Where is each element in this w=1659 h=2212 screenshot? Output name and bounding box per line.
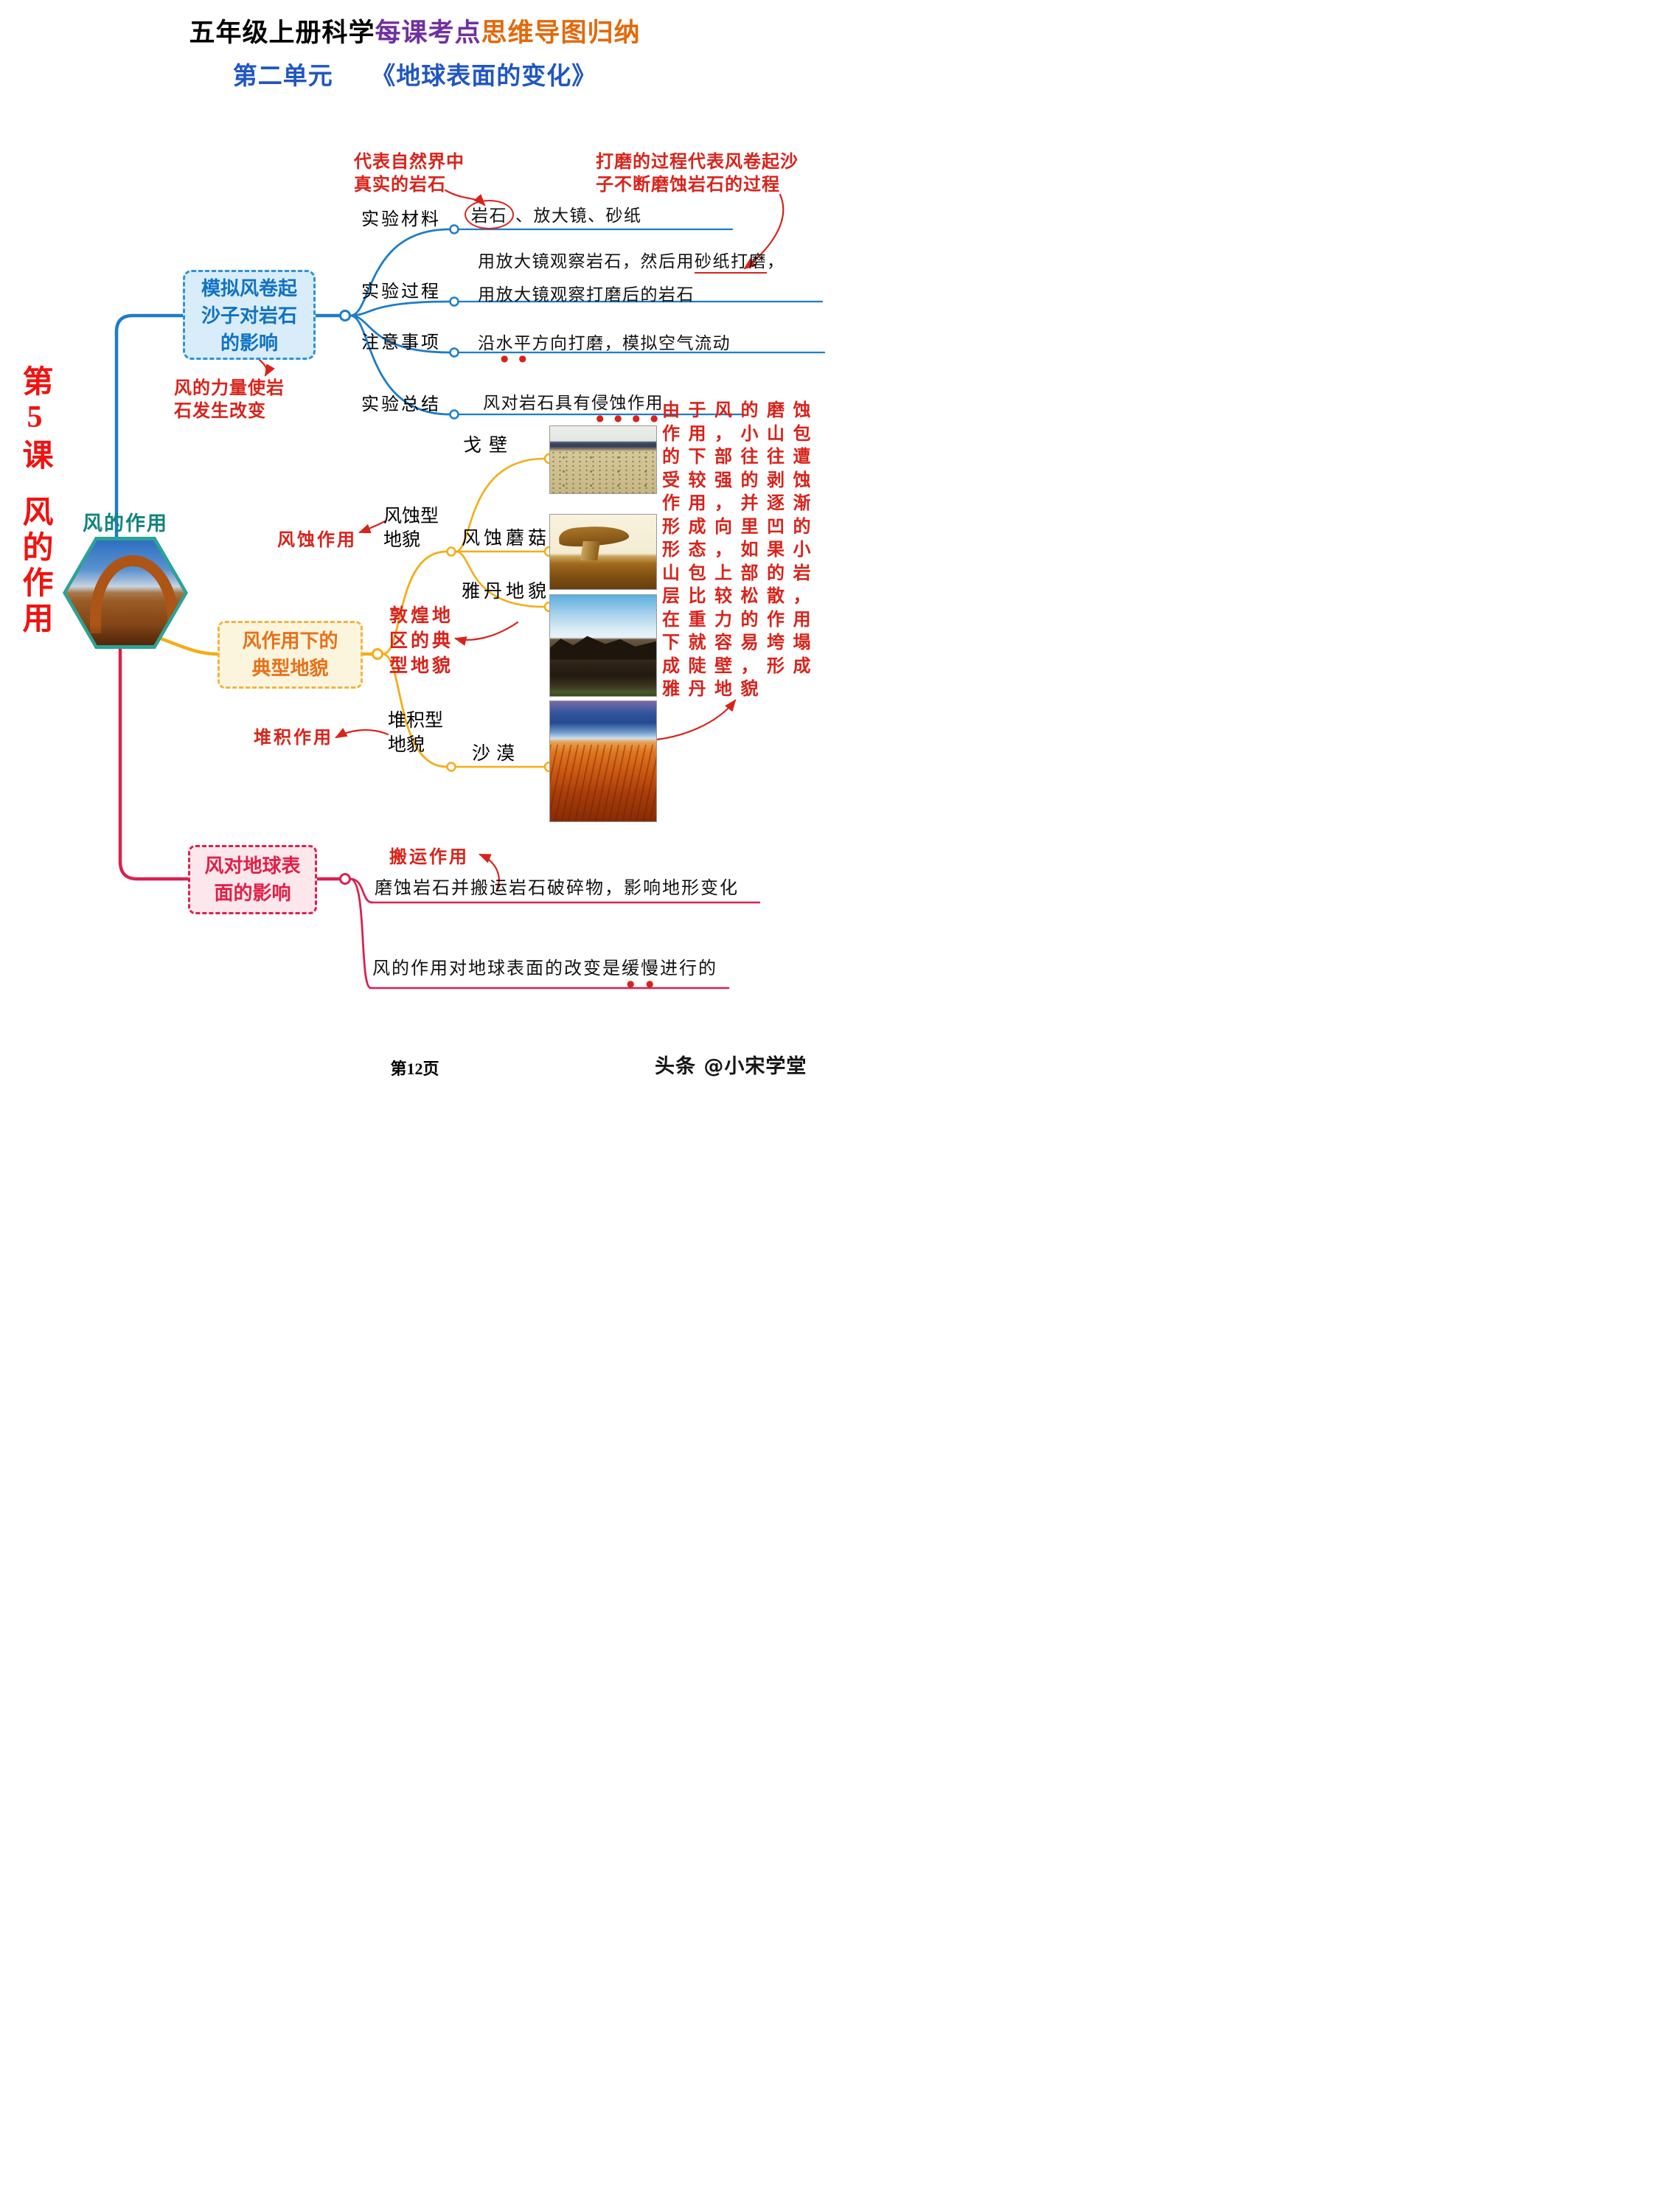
page-number: 第12页 (390, 1060, 439, 1078)
page-title: 五年级上册科学每课考点思维导图归纳 (0, 12, 830, 49)
title-part-black: 五年级上册科学 (189, 18, 375, 47)
yardang-landform-photo (549, 594, 657, 697)
emphasized-slow-term: 缓慢 (622, 958, 660, 978)
statement-slow-change: 风的作用对地球表面的改变是缓慢进行的 (372, 958, 717, 978)
row-content-procedure-2: 用放大镜观察打磨后的岩石 (478, 285, 695, 305)
label-erosion-type: 风蚀型 地貌 (383, 505, 439, 550)
label-deposit-type: 堆积型 地貌 (388, 709, 444, 755)
label-mushroom-rock: 风蚀蘑菇 (462, 527, 551, 549)
note-polish-process: 打磨的过程代表风卷起沙 子不断磨蚀岩石的过程 (596, 150, 799, 195)
topic-box-influence: 风对地球表 面的影响 (188, 845, 317, 914)
row-label-materials: 实验材料 (361, 209, 441, 229)
row-content-conclusion: 风对岩石具有侵蚀作用 (483, 394, 664, 413)
experiment-box-line: 模拟风卷起 (201, 278, 297, 300)
emphasized-horizontal-term: 水平 (495, 334, 532, 353)
mindmap-page: 五年级上册科学每课考点思维导图归纳 第二单元 《地球表面的变化》 第5课 风的作… (0, 0, 830, 1106)
note-yardang-formation-paragraph: 由于风的磨蚀 作用，小山包 的下部往往遭 受较强的剥蚀 作用，并逐渐 形成向里凹… (662, 399, 819, 699)
experiment-box-line: 的影响 (220, 333, 278, 355)
lesson-number-vertical: 第5课 (18, 365, 52, 474)
topic-box-experiment: 模拟风卷起 沙子对岩石 的影响 (183, 270, 316, 360)
note-dunhuang-typical: 敦煌地 区的典 型地貌 (389, 605, 454, 676)
central-hexagon-photo (63, 537, 188, 649)
watermark: 头条 @小宋学堂 (655, 1055, 807, 1078)
unit-title: 第二单元 《地球表面的变化》 (232, 63, 597, 90)
statement-abrasion-transport: 磨蚀岩石并搬运岩石破碎物，影响地形变化 (375, 877, 739, 898)
lesson-name-vertical: 风的作用 (18, 495, 52, 637)
emphasized-erosion-term: 侵蚀作用 (591, 394, 664, 413)
title-part-purple: 每课考点 (375, 18, 481, 47)
note-deposition: 堆积作用 (254, 726, 333, 748)
note-real-rock: 代表自然界中 真实的岩石 (354, 150, 465, 195)
label-gobi: 戈壁 (463, 434, 515, 456)
note-transport: 搬运作用 (389, 846, 469, 867)
row-label-conclusion: 实验总结 (361, 394, 441, 414)
experiment-box-line: 沙子对岩石 (201, 305, 297, 327)
row-content-procedure-1: 用放大镜观察岩石，然后用砂纸打磨， (478, 247, 785, 274)
yellow-branch-lines (159, 453, 555, 773)
label-yardang: 雅丹地貌 (462, 580, 551, 602)
central-topic-label: 风的作用 (83, 512, 168, 535)
topic-box-landforms: 风作用下的 典型地貌 (218, 621, 363, 689)
row-label-procedure: 实验过程 (361, 281, 441, 302)
circled-rock-term: 岩石 (465, 200, 514, 229)
desert-arch-photo (66, 540, 184, 645)
sand-dunes-photo (549, 700, 657, 822)
mushroom-rock-photo (549, 514, 657, 590)
row-content-materials: 岩石、放大镜、砂纸 (465, 200, 642, 229)
row-label-cautions: 注意事项 (361, 332, 441, 352)
note-wind-erosion: 风蚀作用 (277, 529, 357, 550)
row-content-cautions: 沿水平方向打磨，模拟空气流动 (478, 334, 731, 353)
gobi-desert-photo (549, 425, 657, 494)
title-part-orange: 思维导图归纳 (481, 18, 641, 47)
label-desert: 沙漠 (472, 742, 521, 764)
note-wind-force: 风的力量使岩 石发生改变 (174, 377, 285, 421)
underlined-sandpaper-term: 砂纸打磨 (695, 252, 767, 274)
